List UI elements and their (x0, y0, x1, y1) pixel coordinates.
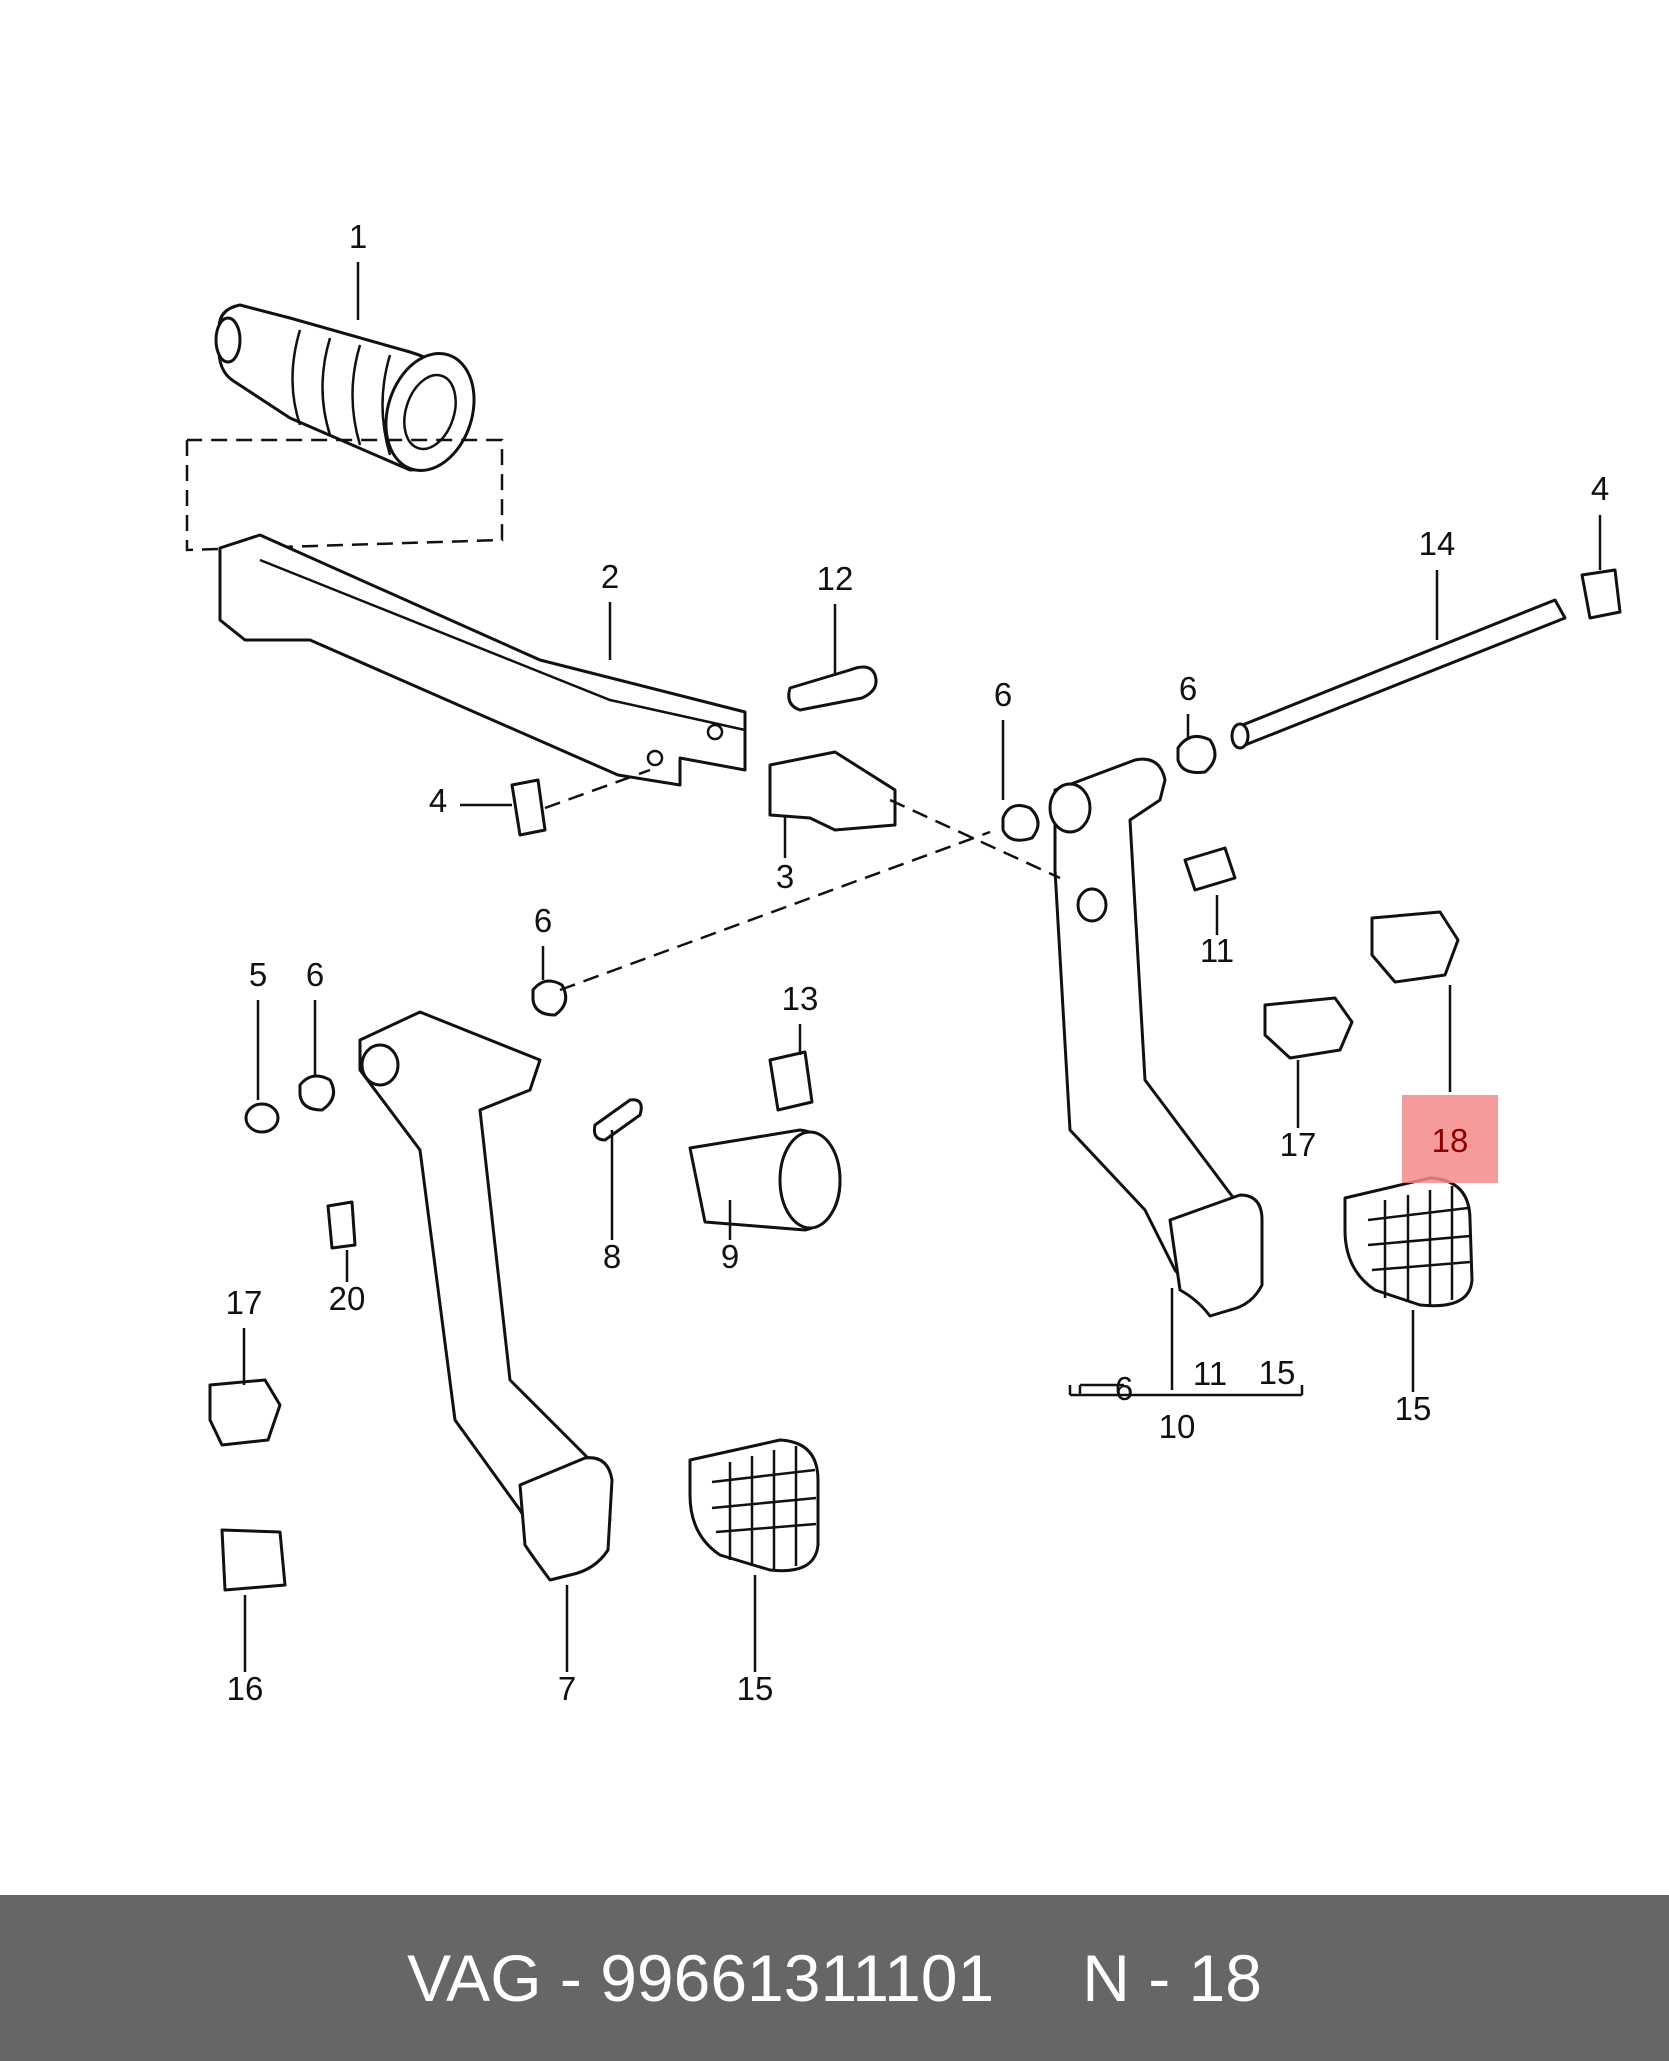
part-10-pedal-lever (1048, 757, 1264, 1318)
callout: 6 (994, 676, 1012, 800)
callout-label: 17 (226, 1284, 263, 1321)
callout-label: 15 (1395, 1390, 1432, 1427)
callout: 4 (1591, 470, 1609, 570)
callout-label: 4 (1591, 470, 1609, 507)
part-20-clip (326, 1200, 357, 1250)
part-5-washer (244, 1102, 280, 1134)
callout: 15 (1395, 1310, 1432, 1427)
callout: 14 (1419, 525, 1456, 640)
assembly-line (889, 798, 1061, 880)
callout: 1 (349, 218, 367, 320)
callout-label: 13 (782, 980, 819, 1017)
part-11-sleeve (1183, 846, 1237, 892)
callout-label: 1 (349, 218, 367, 255)
callout: 8 (603, 1130, 621, 1275)
part-4-clip-left (510, 778, 547, 837)
footer-brand: VAG (407, 1941, 542, 2015)
callout: 2 (601, 558, 619, 660)
assembly-line (544, 768, 651, 810)
part-7-pedal-lever (358, 1010, 614, 1582)
footer-separator: - (559, 1941, 582, 2015)
callout: 17 (226, 1284, 263, 1385)
callout: 6 (534, 902, 552, 980)
callout: 6 (306, 956, 324, 1075)
callout-label: 20 (329, 1280, 366, 1317)
callout: 17 (1280, 1060, 1317, 1163)
callout-label: 15 (1259, 1354, 1296, 1391)
callout: 12 (817, 560, 854, 675)
callout: 6 (1078, 1370, 1133, 1407)
callout-label: 10 (1159, 1408, 1196, 1445)
callout-label: 6 (1179, 670, 1197, 707)
part-4-clip-right (1580, 568, 1622, 620)
part-17-switch-left (208, 1378, 282, 1447)
callout-label-highlighted: 18 (1432, 1122, 1469, 1159)
part-6-bushing-c (531, 979, 568, 1017)
part-17-switch-right (1263, 996, 1354, 1060)
callout: 4 (429, 782, 512, 819)
part-6-bushing-b (1176, 734, 1217, 774)
assembly-line (559, 830, 991, 992)
footer-page-ref: N - 18 (1082, 1941, 1262, 2015)
highlight-box (1402, 1095, 1498, 1183)
part-3-bracket (768, 750, 897, 832)
callout-label: 4 (429, 782, 447, 819)
callout: 6 (1179, 670, 1197, 740)
callout-label: 11 (1193, 1355, 1227, 1392)
callout: 20 (329, 1250, 366, 1317)
callout-label: 6 (994, 676, 1012, 713)
footer-bar: VAG - 99661311101 N - 18 (0, 1895, 1669, 2061)
part-13-clip (768, 1050, 814, 1112)
part-16-switch (220, 1528, 287, 1592)
part-15-pad-right (1343, 1176, 1474, 1308)
callout-label: 17 (1280, 1126, 1317, 1163)
footer-part-number: 99661311101 (600, 1941, 995, 2015)
callout-label: 3 (776, 858, 794, 895)
part-14-shaft (1230, 598, 1567, 750)
callout: 15 (737, 1575, 774, 1707)
callout: 16 (227, 1595, 264, 1707)
callout-label: 8 (603, 1238, 621, 1275)
part-1-outline (185, 438, 504, 552)
callout: 7 (558, 1585, 576, 1707)
callout: 9 (721, 1200, 739, 1275)
callout: 3 (776, 815, 794, 895)
parts-diagram: 1 2 3 4 4 5 6 6 6 6 6 7 8 9 10 11 11 12 … (185, 218, 1622, 1707)
callout-label: 6 (306, 956, 324, 993)
callout-label: 7 (558, 1670, 576, 1707)
part-8-bolt (593, 1098, 643, 1142)
callout: 18 (1402, 985, 1498, 1183)
part-6-bushing-a (1001, 804, 1040, 842)
callout-label: 16 (227, 1670, 264, 1707)
callout-label: 6 (1115, 1370, 1133, 1407)
callout: 13 (782, 980, 819, 1055)
callout-label: 11 (1200, 932, 1234, 969)
callout-label: 2 (601, 558, 619, 595)
part-2-bracket (218, 533, 747, 787)
part-9-cylinder (688, 1128, 842, 1232)
callout: 11 (1170, 1288, 1227, 1392)
callout-label: 5 (249, 956, 267, 993)
callout: 10 (1068, 1385, 1304, 1445)
callout: 11 (1200, 895, 1234, 969)
callout-label: 9 (721, 1238, 739, 1275)
callout-label: 14 (1419, 525, 1456, 562)
part-6-bushing-d (298, 1074, 336, 1112)
callout: 5 (249, 956, 267, 1100)
part-18-switch (1370, 910, 1460, 984)
callout: 15 (1259, 1354, 1296, 1391)
part-15-pad-bottom (688, 1438, 820, 1573)
part-12-pin (787, 665, 878, 712)
callout-label: 15 (737, 1670, 774, 1707)
callout-label: 12 (817, 560, 854, 597)
part-1-boot (214, 303, 476, 473)
callout-label: 6 (534, 902, 552, 939)
